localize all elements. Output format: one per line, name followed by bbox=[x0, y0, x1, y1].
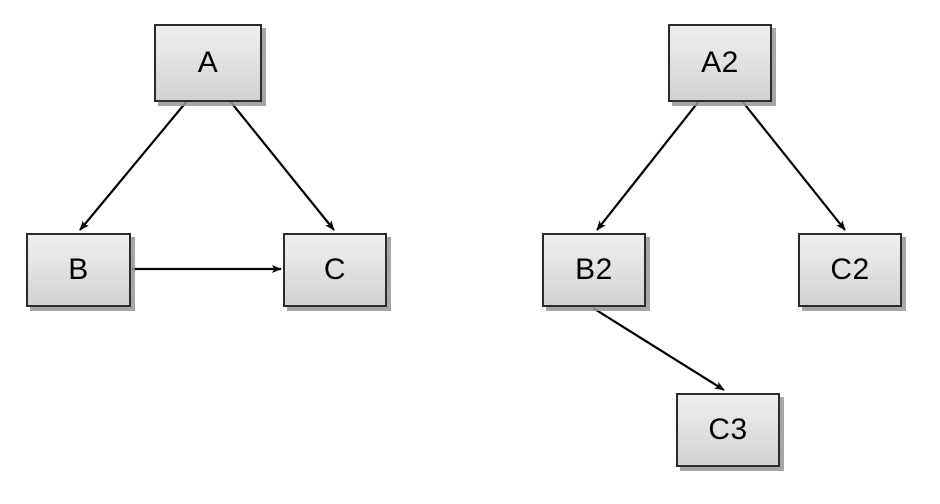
node-c3[interactable]: C3 bbox=[676, 393, 780, 467]
edge-b2-to-c3 bbox=[592, 307, 725, 391]
node-label-c: C bbox=[323, 253, 347, 286]
edge-a-to-b bbox=[79, 100, 188, 231]
edge-a2-to-b2 bbox=[596, 100, 700, 231]
node-label-c2: C2 bbox=[830, 253, 870, 286]
node-label-a2: A2 bbox=[701, 46, 739, 79]
node-label-a: A bbox=[197, 46, 219, 79]
node-c[interactable]: C bbox=[283, 233, 387, 307]
node-c2[interactable]: C2 bbox=[798, 233, 902, 307]
edge-a2-to-c2 bbox=[741, 100, 846, 231]
node-label-b2: B2 bbox=[575, 253, 613, 286]
node-a2[interactable]: A2 bbox=[668, 24, 772, 102]
edge-a-to-c bbox=[229, 100, 335, 231]
node-label-b: B bbox=[68, 253, 89, 286]
node-a[interactable]: A bbox=[154, 24, 262, 102]
node-label-c3: C3 bbox=[708, 413, 748, 446]
node-b2[interactable]: B2 bbox=[542, 233, 646, 307]
node-b[interactable]: B bbox=[26, 233, 131, 307]
